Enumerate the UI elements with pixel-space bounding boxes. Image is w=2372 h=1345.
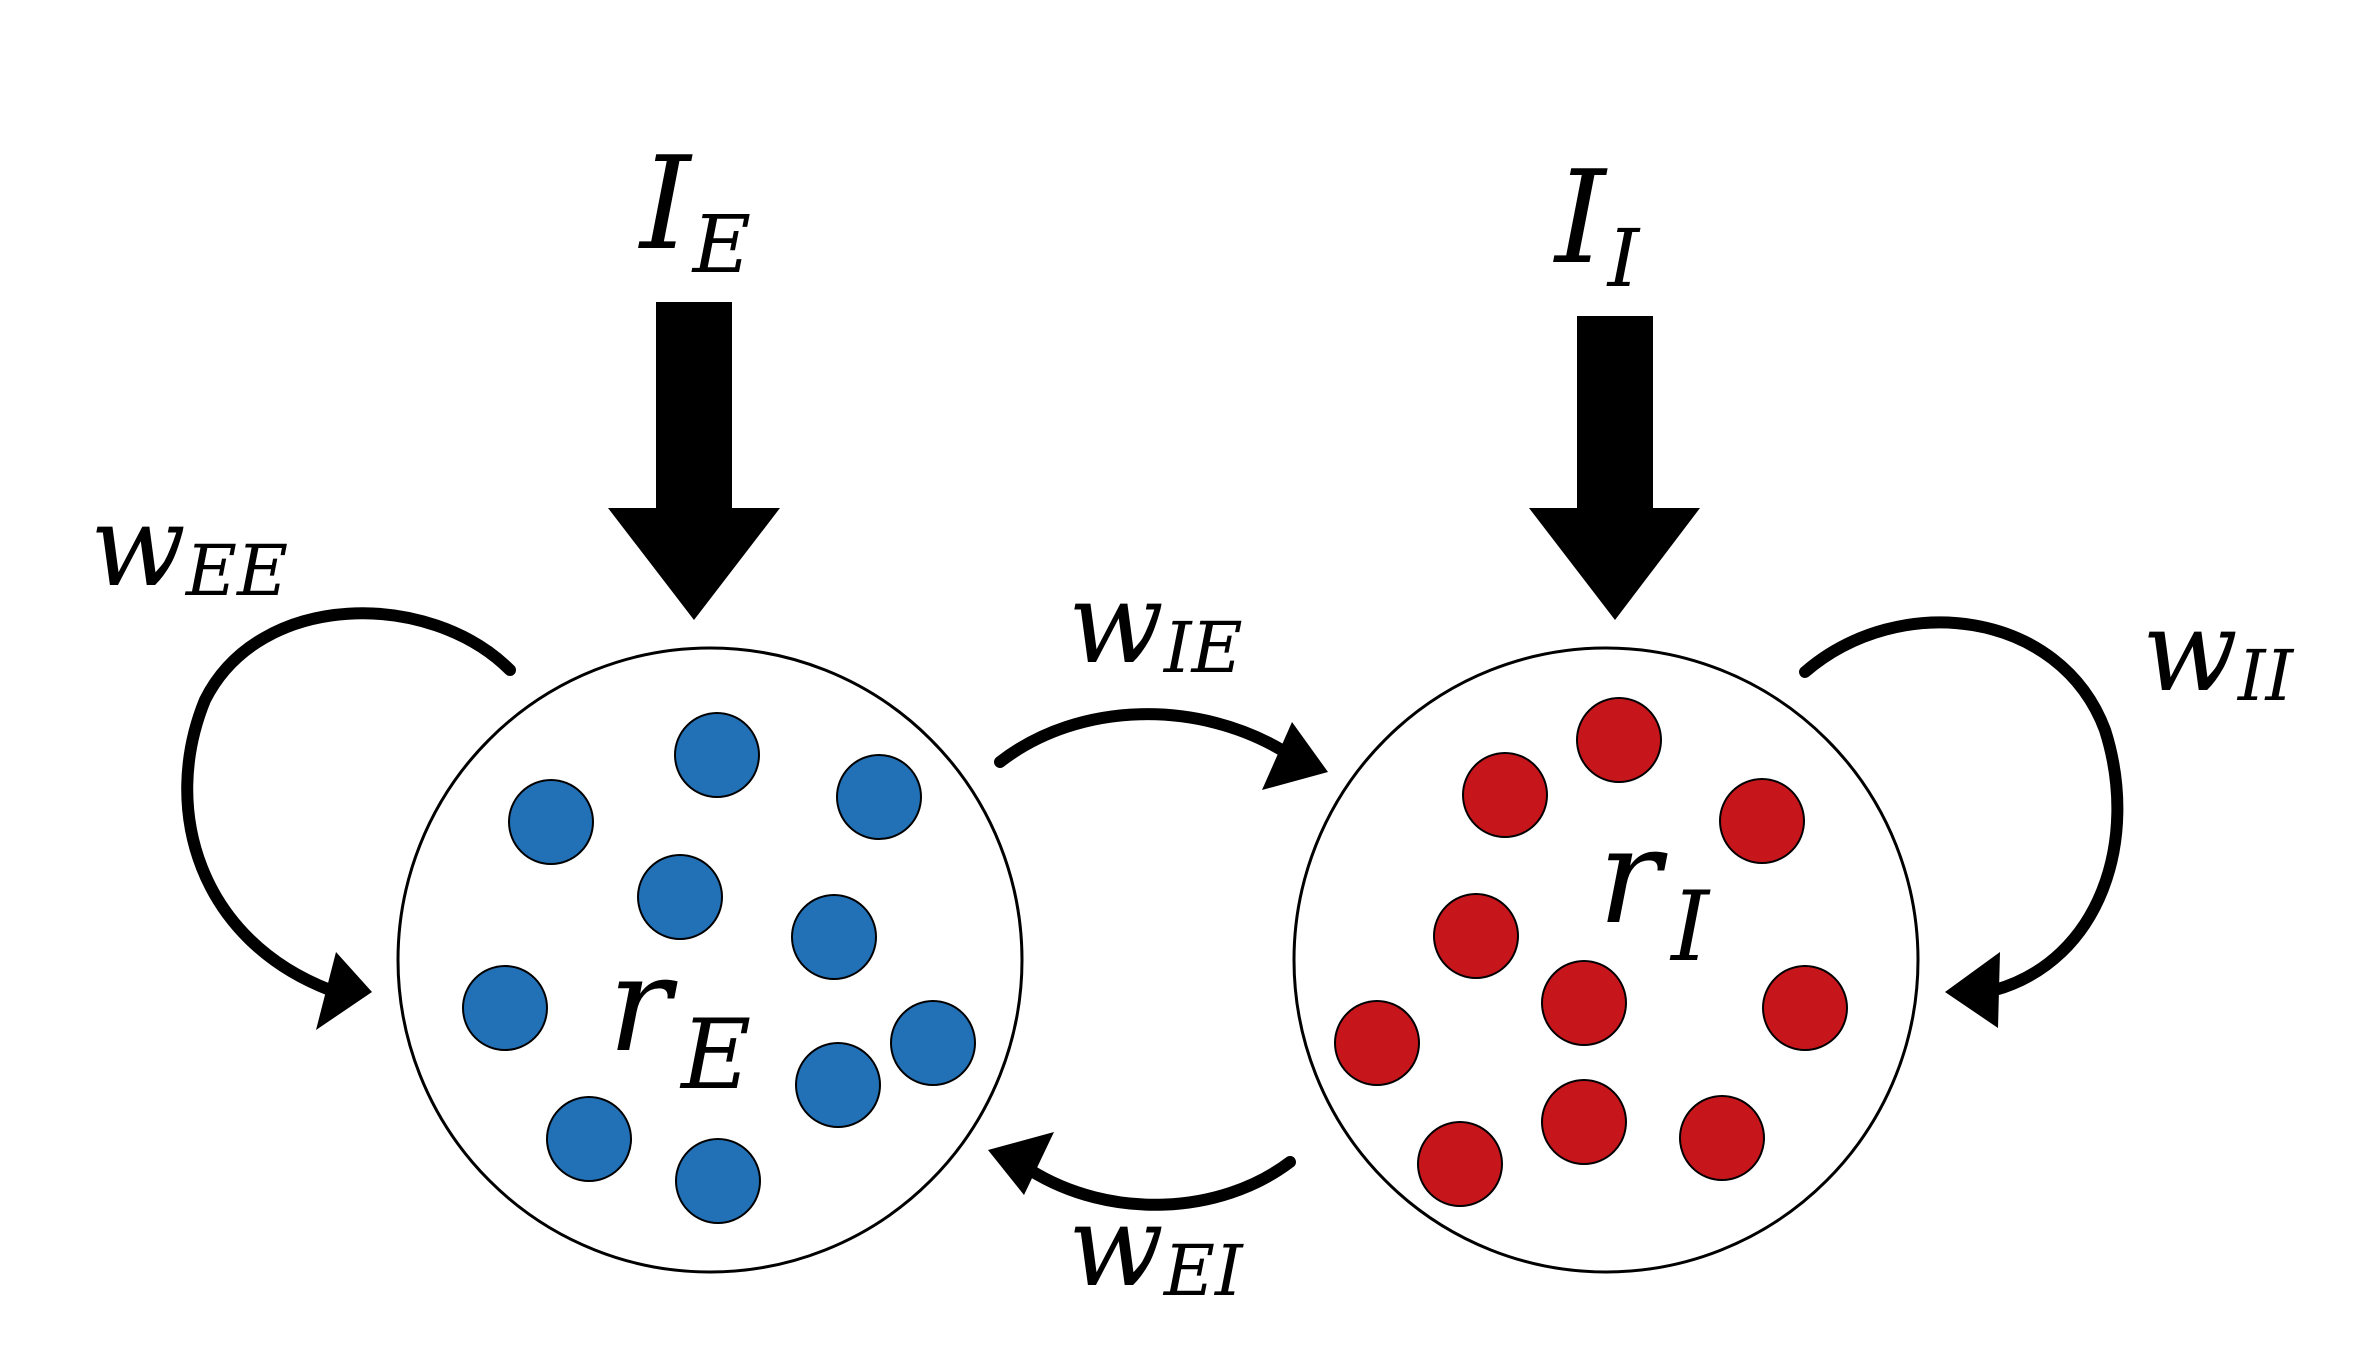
weight-label-ee: wEE (90, 482, 288, 612)
weight-arrow-ei (1024, 1156, 1296, 1211)
inhibitory-cell (1679, 1095, 1765, 1181)
weight-arrowhead-ie (1262, 722, 1328, 790)
weight-arrow-ii (1799, 616, 2124, 996)
inhibitory-cell (1719, 778, 1805, 864)
inhibitory-cell (1541, 1079, 1627, 1165)
inhibitory-cell (1762, 965, 1848, 1051)
excitatory-cell (795, 1042, 881, 1128)
weight-label-ii: wII (2142, 587, 2295, 717)
excitatory-cell (637, 854, 723, 940)
inhibitory-cells (1334, 697, 1848, 1207)
weight-label-ei: wEI (1068, 1182, 1244, 1312)
excitatory-cell (791, 894, 877, 980)
weight-arrowhead-ee (316, 952, 372, 1030)
inhibitory-cell (1576, 697, 1662, 783)
excitatory-cell (674, 712, 760, 798)
excitatory-cells (462, 712, 976, 1224)
excitatory-cell (890, 1000, 976, 1086)
input-label-inhibitory: II (1553, 144, 1641, 305)
weight-arrow-ie (994, 708, 1291, 768)
inhibitory-cell (1334, 1000, 1420, 1086)
excitatory-cell (836, 754, 922, 840)
inhibitory-cell (1433, 893, 1519, 979)
inhibitory-cell (1462, 752, 1548, 838)
weight-arrow-ee (181, 607, 516, 996)
weight-arrowhead-ii (1945, 952, 2000, 1028)
excitatory-cell (508, 779, 594, 865)
weight-label-ie: wIE (1068, 559, 1243, 689)
excitatory-cell (546, 1096, 632, 1182)
weight-arrowhead-ei (988, 1132, 1054, 1195)
excitatory-cell (462, 965, 548, 1051)
input-arrow-inhibitory (1529, 316, 1700, 620)
excitatory-cell (675, 1138, 761, 1224)
inhibitory-cell (1417, 1121, 1503, 1207)
inhibitory-cell (1541, 960, 1627, 1046)
input-arrow-excitatory (608, 302, 780, 620)
input-label-excitatory: IE (638, 130, 751, 291)
